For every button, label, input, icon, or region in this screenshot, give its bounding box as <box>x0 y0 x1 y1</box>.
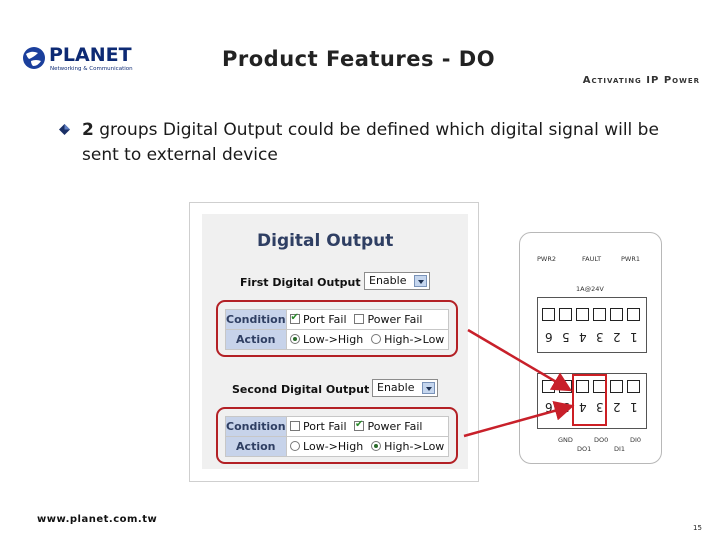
fault-label: FAULT <box>582 255 602 263</box>
first-do-select[interactable]: Enable <box>364 272 430 290</box>
terminal-screw <box>610 380 623 393</box>
chevron-down-icon[interactable] <box>414 275 427 287</box>
terminal-screw <box>627 308 640 321</box>
port-fail-label: Port Fail <box>303 313 347 326</box>
first-do-table: Condition Port Fail Power Fail Action Lo… <box>225 309 450 350</box>
pwr2-label: PWR2 <box>537 255 556 263</box>
second-do-table: Condition Port Fail Power Fail Action Lo… <box>225 416 450 457</box>
port-fail-checkbox[interactable] <box>289 421 300 431</box>
bullet-text: 2 groups Digital Output could be defined… <box>82 118 682 168</box>
top-terminal-row: 6 5 4 3 2 1 <box>537 297 647 353</box>
first-do-select-value: Enable <box>369 274 407 287</box>
action-row: Action Low->High High->Low <box>225 329 450 350</box>
footer-url[interactable]: www.planet.com.tw <box>37 514 158 525</box>
action-header: Action <box>225 436 287 457</box>
diamond-bullet-icon <box>59 124 70 135</box>
gnd-label: GND <box>558 436 573 444</box>
second-do-group: Condition Port Fail Power Fail Action Lo… <box>216 407 458 464</box>
bullet-bold: 2 <box>82 120 94 140</box>
chevron-down-icon[interactable] <box>422 382 435 394</box>
globe-icon <box>23 47 45 69</box>
terminal-screw <box>593 308 606 321</box>
bullet-body: groups Digital Output could be defined w… <box>82 120 659 165</box>
first-do-group: Condition Port Fail Power Fail Action Lo… <box>216 300 458 357</box>
do-terminals-highlight <box>572 374 607 426</box>
terminal-screw <box>576 308 589 321</box>
action-options: Low->High High->Low <box>285 329 450 350</box>
power-fail-label: Power Fail <box>367 420 423 433</box>
condition-row: Condition Port Fail Power Fail <box>225 416 450 437</box>
first-do-label: First Digital Output : <box>240 276 369 289</box>
slide-title: Product Features - DO <box>222 47 496 71</box>
rating-label: 1A@24V <box>576 285 604 293</box>
action-options: Low->High High->Low <box>285 436 450 457</box>
terminal-screw <box>576 380 589 393</box>
settings-form: Digital Output First Digital Output : En… <box>202 214 468 469</box>
terminal-screw <box>559 308 572 321</box>
terminal-screw <box>627 380 640 393</box>
high-low-label: High->Low <box>384 333 445 346</box>
high-low-radio[interactable] <box>370 441 381 451</box>
di0-label: DI0 <box>630 436 642 444</box>
arrow-first-to-terminal <box>467 328 573 392</box>
power-fail-checkbox[interactable] <box>354 314 365 324</box>
do1-label: DO1 <box>577 445 592 453</box>
second-do-select-value: Enable <box>377 381 415 394</box>
terminal-screw <box>610 308 623 321</box>
low-high-label: Low->High <box>303 440 364 453</box>
di1-label: DI1 <box>614 445 626 453</box>
pwr1-label: PWR1 <box>621 255 640 263</box>
power-fail-checkbox[interactable] <box>354 419 365 431</box>
condition-header: Condition <box>225 416 287 437</box>
low-high-radio[interactable] <box>289 441 300 451</box>
terminal-screw <box>542 308 555 321</box>
high-low-label: High->Low <box>384 440 445 453</box>
logo-wordmark: PLANET <box>49 44 132 66</box>
form-title: Digital Output <box>257 231 394 251</box>
digital-output-screenshot: Digital Output First Digital Output : En… <box>189 202 479 482</box>
high-low-radio[interactable] <box>370 334 381 344</box>
logo-subtitle: Networking & Communication <box>50 66 133 72</box>
low-high-label: Low->High <box>303 333 364 346</box>
power-fail-label: Power Fail <box>367 313 423 326</box>
tagline: Activating IP Power <box>582 75 700 86</box>
second-do-label: Second Digital Output : <box>232 383 378 396</box>
do0-label: DO0 <box>594 436 609 444</box>
port-fail-checkbox[interactable] <box>289 312 300 324</box>
second-do-select[interactable]: Enable <box>372 379 438 397</box>
planet-logo: PLANET Networking & Communication <box>22 44 133 76</box>
arrow-second-to-terminal <box>463 401 575 438</box>
low-high-radio[interactable] <box>289 334 300 344</box>
port-fail-label: Port Fail <box>303 420 347 433</box>
action-row: Action Low->High High->Low <box>225 436 450 457</box>
page-number: 15 <box>693 524 702 532</box>
action-header: Action <box>225 329 287 350</box>
condition-options: Port Fail Power Fail <box>285 309 450 330</box>
